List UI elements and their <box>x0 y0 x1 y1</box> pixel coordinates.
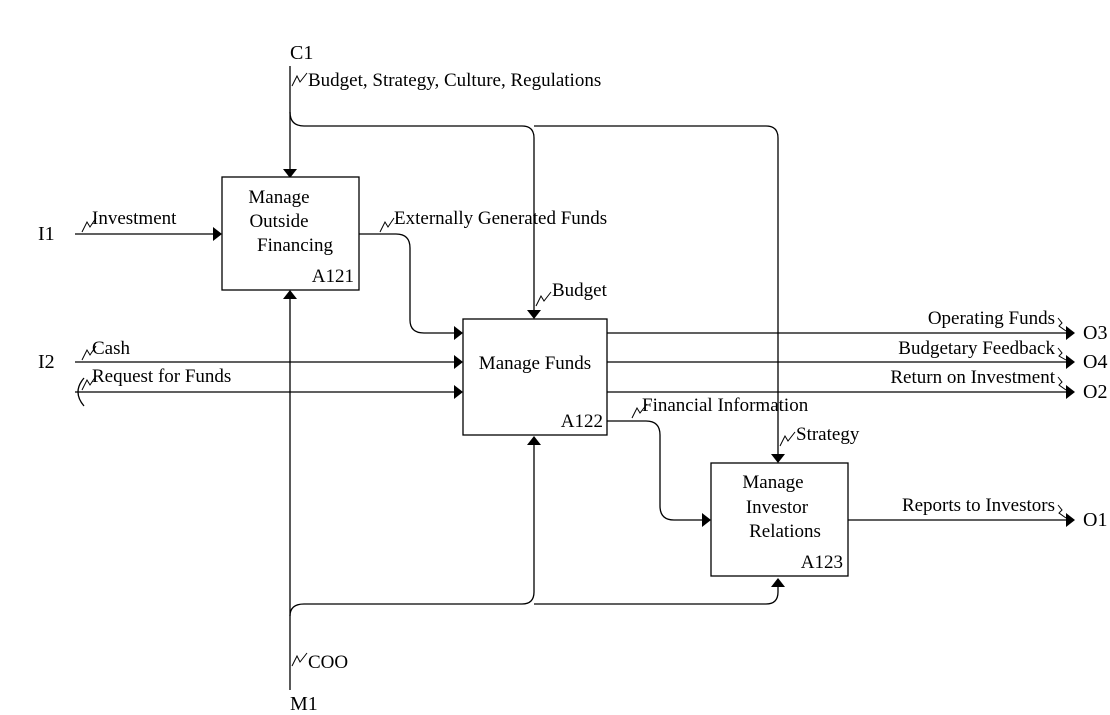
port-o1: O1 <box>1083 509 1107 531</box>
label-strategy: Strategy <box>796 424 860 445</box>
mechanism-branch-a123 <box>534 586 779 605</box>
activity-a121-number: A121 <box>312 266 354 287</box>
squiggle-strategy <box>779 431 796 447</box>
activity-a121-box[interactable] <box>221 176 360 291</box>
port-i2: I2 <box>38 351 55 373</box>
financial-info-wire <box>607 420 703 521</box>
squiggle-financial-info <box>631 403 648 419</box>
arrowhead-o4 <box>1066 355 1075 369</box>
activity-a123-number: A123 <box>801 552 843 573</box>
label-budget: Budget <box>552 280 608 301</box>
activity-a123-box[interactable] <box>710 462 849 577</box>
label-financial-info: Financial Information <box>642 395 809 416</box>
arrowhead-m1-a123 <box>771 578 785 587</box>
arrowhead-i1 <box>213 227 222 241</box>
label-request: Request for Funds <box>92 366 231 387</box>
squiggle-external-funds <box>379 217 395 233</box>
arrowhead-m1-a121 <box>283 290 297 299</box>
arrowhead-budget-a122 <box>527 310 541 319</box>
port-o4: O4 <box>1083 351 1107 373</box>
label-feedback: Budgetary Feedback <box>898 338 1055 359</box>
squiggle-roi <box>1057 376 1067 391</box>
activity-a123-title-1: Manage <box>742 472 803 493</box>
squiggle-investment <box>81 217 97 233</box>
squiggle-request <box>81 375 97 391</box>
label-reports: Reports to Investors <box>902 495 1055 516</box>
label-operating: Operating Funds <box>928 308 1055 329</box>
label-investment: Investment <box>92 208 177 229</box>
control-branch-strategy <box>534 125 779 455</box>
control-branch <box>289 111 535 311</box>
arrowhead-request <box>454 385 463 399</box>
port-i1: I1 <box>38 223 55 245</box>
arrowhead-m1-a122 <box>527 436 541 445</box>
label-coo: COO <box>308 652 348 673</box>
activity-a122-box[interactable] <box>462 318 608 436</box>
squiggle-controls <box>291 72 308 87</box>
activity-a121-title-2: Outside <box>249 211 308 232</box>
activity-a123-title-2: Investor <box>746 497 809 518</box>
squiggle-reports <box>1057 504 1067 519</box>
port-o2: O2 <box>1083 381 1107 403</box>
label-controls: Budget, Strategy, Culture, Regulations <box>308 70 601 91</box>
squiggle-budget <box>535 291 552 307</box>
arrowhead-o3 <box>1066 326 1075 340</box>
label-roi: Return on Investment <box>890 367 1055 388</box>
squiggle-operating <box>1057 317 1067 332</box>
arrowhead-financial-info <box>702 513 711 527</box>
activity-a122-number: A122 <box>561 411 603 432</box>
activity-a123-title-3: Relations <box>749 521 821 542</box>
activity-a121[interactable]: Manage Outside Financing A121 <box>221 176 360 291</box>
arrowhead-external-funds <box>454 326 463 340</box>
squiggle-feedback <box>1057 347 1067 361</box>
label-external-funds: Externally Generated Funds <box>394 208 607 229</box>
arrowhead-o2 <box>1066 385 1075 399</box>
mechanism-branch <box>289 444 535 617</box>
label-cash: Cash <box>92 338 131 359</box>
squiggle-cash <box>81 345 97 361</box>
port-m1: M1 <box>290 693 318 715</box>
activity-a121-title-1: Manage <box>248 187 309 208</box>
arrowhead-c1-a121 <box>283 169 297 178</box>
activity-a121-title-3: Financing <box>257 235 333 256</box>
port-c1: C1 <box>290 42 313 64</box>
port-o3: O3 <box>1083 322 1107 344</box>
arrowhead-i2 <box>454 355 463 369</box>
tunnel-paren <box>77 377 85 407</box>
activity-a122-title: Manage Funds <box>479 353 591 374</box>
arrowhead-strategy-a123 <box>771 454 785 463</box>
external-funds-wire <box>359 233 455 334</box>
activity-a123[interactable]: Manage Investor Relations A123 <box>710 462 849 577</box>
activity-a122[interactable]: Manage Funds A122 <box>462 318 608 436</box>
arrowhead-o1 <box>1066 513 1075 527</box>
squiggle-coo <box>291 652 308 667</box>
